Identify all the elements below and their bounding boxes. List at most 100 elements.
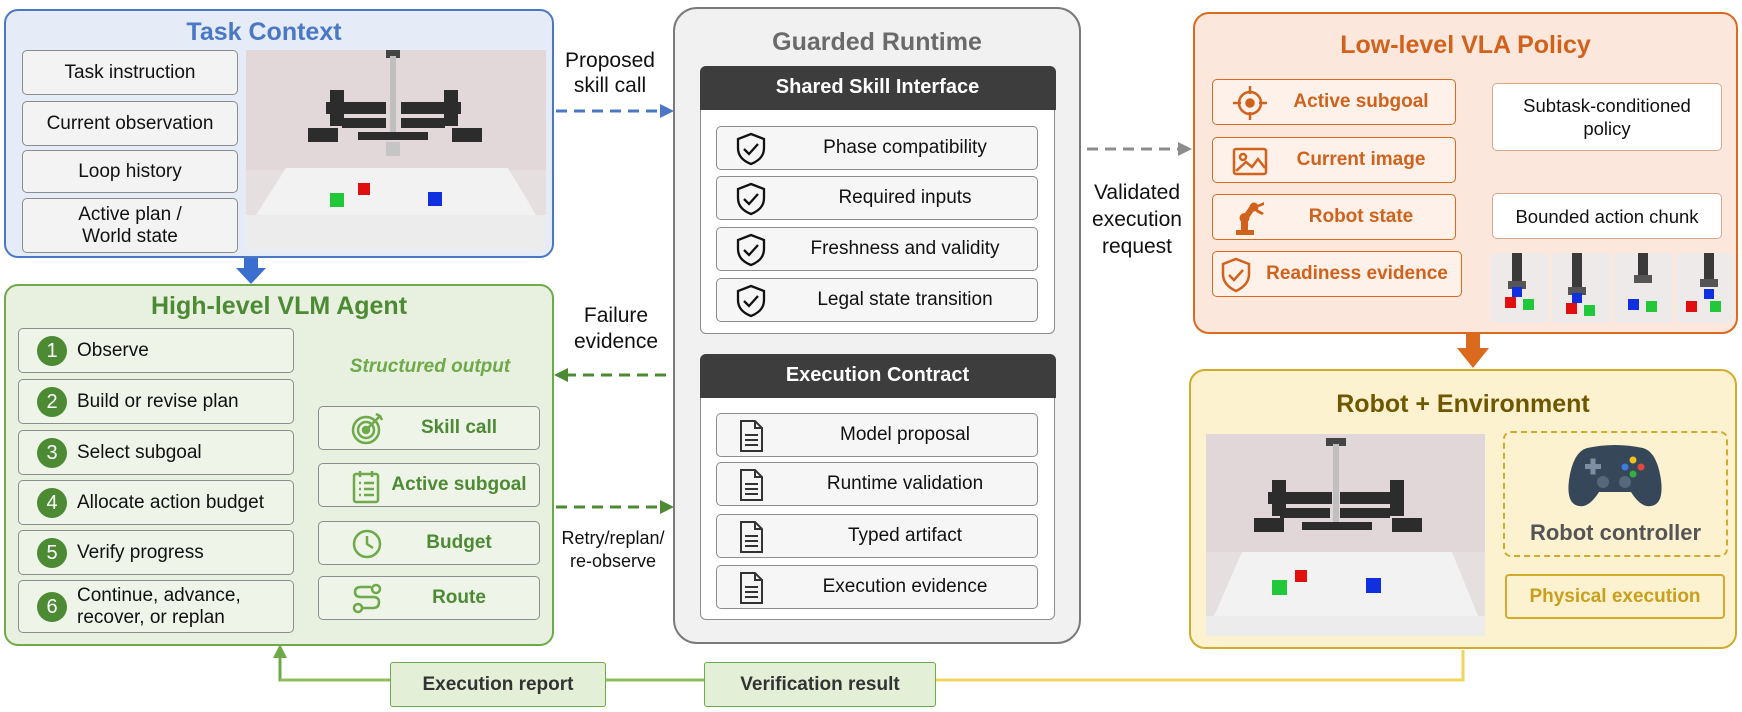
readiness-evidence-input: Readiness evidence: [1212, 251, 1462, 297]
budget-label: Budget: [426, 532, 492, 553]
required-inputs-label: Required inputs: [838, 187, 972, 208]
action-chunk-box: Bounded action chunk: [1492, 193, 1722, 239]
step-label: Continue, advance, recover, or replan: [77, 584, 241, 628]
clock-icon: [352, 529, 382, 559]
verification-result-box: Verification result: [704, 662, 936, 707]
step-label: Build or revise plan: [77, 390, 239, 412]
policy-to-robot-arrow: [1457, 334, 1489, 368]
frame-2: [1552, 253, 1611, 323]
task-instruction-box: Task instruction: [22, 50, 238, 95]
shield-check-icon: [736, 233, 766, 267]
robot-state-label: Robot state: [1308, 206, 1414, 227]
skill-interface-title: Shared Skill Interface: [699, 65, 1056, 110]
legal-transition-item: Legal state transition: [716, 278, 1038, 322]
document-icon: [740, 469, 763, 501]
proposed-skill-call-arrow: [556, 104, 674, 118]
freshness-label: Freshness and validity: [810, 238, 1000, 259]
vla-policy-title: Low-level VLA Policy: [1340, 31, 1591, 59]
gamepad-icon: [1568, 445, 1662, 507]
required-inputs-item: Required inputs: [716, 176, 1038, 220]
step-label: Select subgoal: [77, 441, 202, 463]
active-subgoal-output-label: Active subgoal: [391, 474, 527, 495]
validated-request-arrow: [1087, 142, 1192, 156]
legal-transition-label: Legal state transition: [817, 289, 993, 310]
model-proposal-label: Model proposal: [840, 424, 970, 445]
retry-arrow: [556, 500, 674, 514]
step-label: Verify progress: [77, 541, 204, 563]
loop-history-box: Loop history: [22, 150, 238, 193]
current-observation-box: Current observation: [22, 101, 238, 146]
shield-check-icon: [1221, 257, 1251, 293]
context-to-agent-arrow: [236, 258, 266, 284]
route-icon: [352, 583, 382, 614]
phase-compatibility-label: Phase compatibility: [823, 137, 987, 158]
retry-label: Retry/replan/ re-observe: [561, 528, 665, 571]
shield-check-icon: [736, 284, 766, 318]
current-image-input: Current image: [1212, 137, 1456, 183]
step-verify-progress: 5 Verify progress: [18, 530, 294, 575]
failure-evidence-arrow: [554, 368, 666, 382]
guarded-runtime-title: Guarded Runtime: [772, 28, 982, 56]
step-label: Observe: [77, 339, 149, 361]
task-scene-image: [246, 50, 546, 250]
physical-execution-box: Physical execution: [1505, 574, 1725, 619]
document-icon: [740, 572, 763, 604]
runtime-validation-item: Runtime validation: [716, 462, 1038, 506]
step-number: 2: [37, 386, 67, 417]
step-build-plan: 2 Build or revise plan: [18, 379, 294, 424]
budget-output: Budget: [318, 521, 540, 565]
document-icon: [740, 521, 763, 553]
model-proposal-item: Model proposal: [716, 413, 1038, 457]
readiness-evidence-label: Readiness evidence: [1266, 263, 1448, 284]
checklist-icon: [352, 471, 380, 504]
active-plan-box: Active plan / World state: [22, 198, 238, 253]
frame-4: [1676, 253, 1735, 323]
document-icon: [740, 420, 763, 452]
step-number: 3: [37, 437, 67, 468]
robot-state-input: Robot state: [1212, 194, 1456, 240]
shield-check-icon: [736, 132, 766, 166]
proposed-skill-call-label: Proposed skill call: [565, 49, 655, 97]
skill-call-output: Skill call: [318, 406, 540, 450]
vlm-agent-title: High-level VLM Agent: [150, 292, 408, 320]
frame-3: [1614, 253, 1673, 323]
active-subgoal-output: Active subgoal: [318, 463, 540, 507]
task-context-title: Task Context: [186, 18, 342, 46]
route-output: Route: [318, 576, 540, 620]
runtime-validation-label: Runtime validation: [826, 473, 984, 494]
execution-report-box: Execution report: [390, 662, 606, 707]
subtask-policy-box: Subtask-conditioned policy: [1492, 83, 1722, 151]
execution-contract-title: Execution Contract: [699, 353, 1056, 398]
step-select-subgoal: 3 Select subgoal: [18, 430, 294, 475]
frame-1: [1490, 253, 1549, 323]
robot-scene-image: [1206, 434, 1485, 636]
crosshair-icon: [1233, 86, 1267, 120]
step-continue: 6 Continue, advance, recover, or replan: [18, 580, 294, 633]
image-icon: [1232, 147, 1268, 176]
current-image-label: Current image: [1296, 149, 1426, 170]
action-chunk-frames: [1490, 253, 1735, 323]
execution-evidence-item: Execution evidence: [716, 565, 1038, 609]
target-icon: [351, 412, 384, 445]
vla-active-subgoal-label: Active subgoal: [1293, 91, 1429, 112]
validated-request-label: Validated execution request: [1092, 181, 1182, 258]
robot-controller-label: Robot controller: [1529, 520, 1702, 545]
vla-active-subgoal-input: Active subgoal: [1212, 79, 1456, 125]
step-observe: 1 Observe: [18, 328, 294, 373]
shield-check-icon: [736, 182, 766, 216]
step-label: Allocate action budget: [77, 491, 264, 513]
typed-artifact-item: Typed artifact: [716, 514, 1038, 558]
typed-artifact-label: Typed artifact: [847, 525, 963, 546]
robot-arm-icon: [1236, 202, 1264, 235]
step-allocate-budget: 4 Allocate action budget: [18, 480, 294, 525]
step-number: 6: [37, 591, 67, 622]
robot-controller-box: [1503, 431, 1728, 557]
step-number: 4: [37, 487, 67, 518]
step-number: 1: [37, 335, 67, 366]
structured-output-title: Structured output: [349, 356, 511, 377]
skill-call-label: Skill call: [420, 417, 498, 438]
route-label: Route: [432, 587, 486, 608]
phase-compatibility-item: Phase compatibility: [716, 126, 1038, 170]
execution-evidence-label: Execution evidence: [822, 576, 988, 597]
step-number: 5: [37, 537, 67, 568]
